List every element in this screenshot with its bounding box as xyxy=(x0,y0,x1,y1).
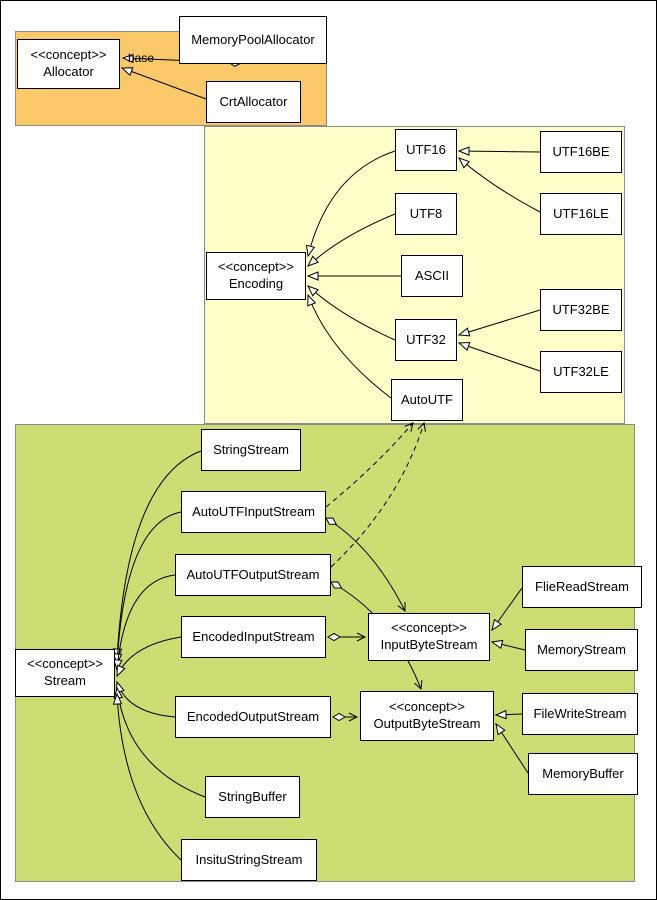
node-encoding-concept-label: <<concept>> xyxy=(218,259,294,275)
node-ascii: ASCII xyxy=(401,255,463,297)
node-utf16le: UTF16LE xyxy=(540,193,622,235)
node-encoded-input-stream: EncodedInputStream xyxy=(181,616,326,658)
node-output-byte-stream-concept-label: OutputByteStream xyxy=(373,716,481,731)
node-encoded-input-stream-label: EncodedInputStream xyxy=(192,628,315,644)
node-utf16be: UTF16BE xyxy=(540,131,622,173)
node-utf32: UTF32 xyxy=(395,319,457,361)
node-utf32be-label: UTF32BE xyxy=(552,301,610,317)
node-input-byte-stream-concept-label: InputByteStream xyxy=(380,637,478,652)
node-stream-concept-label: <<concept>> xyxy=(27,656,103,672)
node-encoding-concept: <<concept>>Encoding xyxy=(206,252,306,300)
node-encoded-output-stream: EncodedOutputStream xyxy=(175,696,331,738)
node-utf16: UTF16 xyxy=(395,129,457,171)
node-memory-buffer: MemoryBuffer xyxy=(528,753,638,795)
node-string-stream-label: StringStream xyxy=(213,441,289,457)
node-memory-stream-label: MemoryStream xyxy=(537,641,626,657)
node-utf32-label: UTF32 xyxy=(406,331,446,347)
node-auto-utf: AutoUTF xyxy=(391,379,463,421)
node-auto-utf-output-stream-label: AutoUTFOutputStream xyxy=(186,566,320,582)
node-memory-pool-allocator: MemoryPoolAllocator xyxy=(179,16,327,64)
node-utf16-label: UTF16 xyxy=(406,141,446,157)
node-allocator-concept-label: <<concept>> xyxy=(30,47,107,63)
node-allocator-concept: <<concept>>Allocator xyxy=(17,39,120,89)
node-file-write-stream: FileWriteStream xyxy=(522,693,638,735)
node-insitu-string-stream: InsituStringStream xyxy=(181,839,317,881)
node-string-buffer: StringBuffer xyxy=(205,776,300,818)
node-utf16le-label: UTF16LE xyxy=(553,205,609,221)
node-memory-pool-allocator-label: MemoryPoolAllocator xyxy=(191,31,315,47)
node-auto-utf-input-stream-label: AutoUTFInputStream xyxy=(192,503,315,519)
node-utf8: UTF8 xyxy=(395,193,457,235)
node-string-buffer-label: StringBuffer xyxy=(218,788,287,804)
node-output-byte-stream-concept-label: <<concept>> xyxy=(389,699,465,715)
node-auto-utf-input-stream: AutoUTFInputStream xyxy=(181,491,326,533)
node-stream-concept: <<concept>>Stream xyxy=(15,649,115,697)
node-file-write-stream-label: FileWriteStream xyxy=(533,705,627,721)
node-input-byte-stream-concept: <<concept>>InputByteStream xyxy=(368,613,490,661)
node-ascii-label: ASCII xyxy=(415,267,449,283)
node-encoding-concept-label: Encoding xyxy=(228,276,284,291)
node-utf8-label: UTF8 xyxy=(409,205,443,221)
node-utf32le: UTF32LE xyxy=(540,351,622,393)
node-flie-read-stream-label: FlieReadStream xyxy=(535,578,629,594)
node-allocator-concept-label: Allocator xyxy=(43,64,94,79)
node-crt-allocator: CrtAllocator xyxy=(206,81,301,123)
node-memory-stream: MemoryStream xyxy=(525,629,638,671)
node-string-stream: StringStream xyxy=(201,429,301,471)
node-insitu-string-stream-label: InsituStringStream xyxy=(195,851,303,867)
node-utf32be: UTF32BE xyxy=(540,289,622,331)
node-input-byte-stream-concept-label: <<concept>> xyxy=(391,620,467,636)
node-output-byte-stream-concept: <<concept>>OutputByteStream xyxy=(360,691,494,741)
node-crt-allocator-label: CrtAllocator xyxy=(219,93,288,109)
node-utf16be-label: UTF16BE xyxy=(552,143,610,159)
node-utf32le-label: UTF32LE xyxy=(553,363,609,379)
node-memory-buffer-label: MemoryBuffer xyxy=(542,765,624,781)
node-auto-utf-output-stream: AutoUTFOutputStream xyxy=(175,554,331,596)
node-encoded-output-stream-label: EncodedOutputStream xyxy=(186,708,320,724)
node-stream-concept-label: Stream xyxy=(44,673,86,688)
node-flie-read-stream: FlieReadStream xyxy=(522,566,642,608)
node-auto-utf-label: AutoUTF xyxy=(400,391,453,407)
